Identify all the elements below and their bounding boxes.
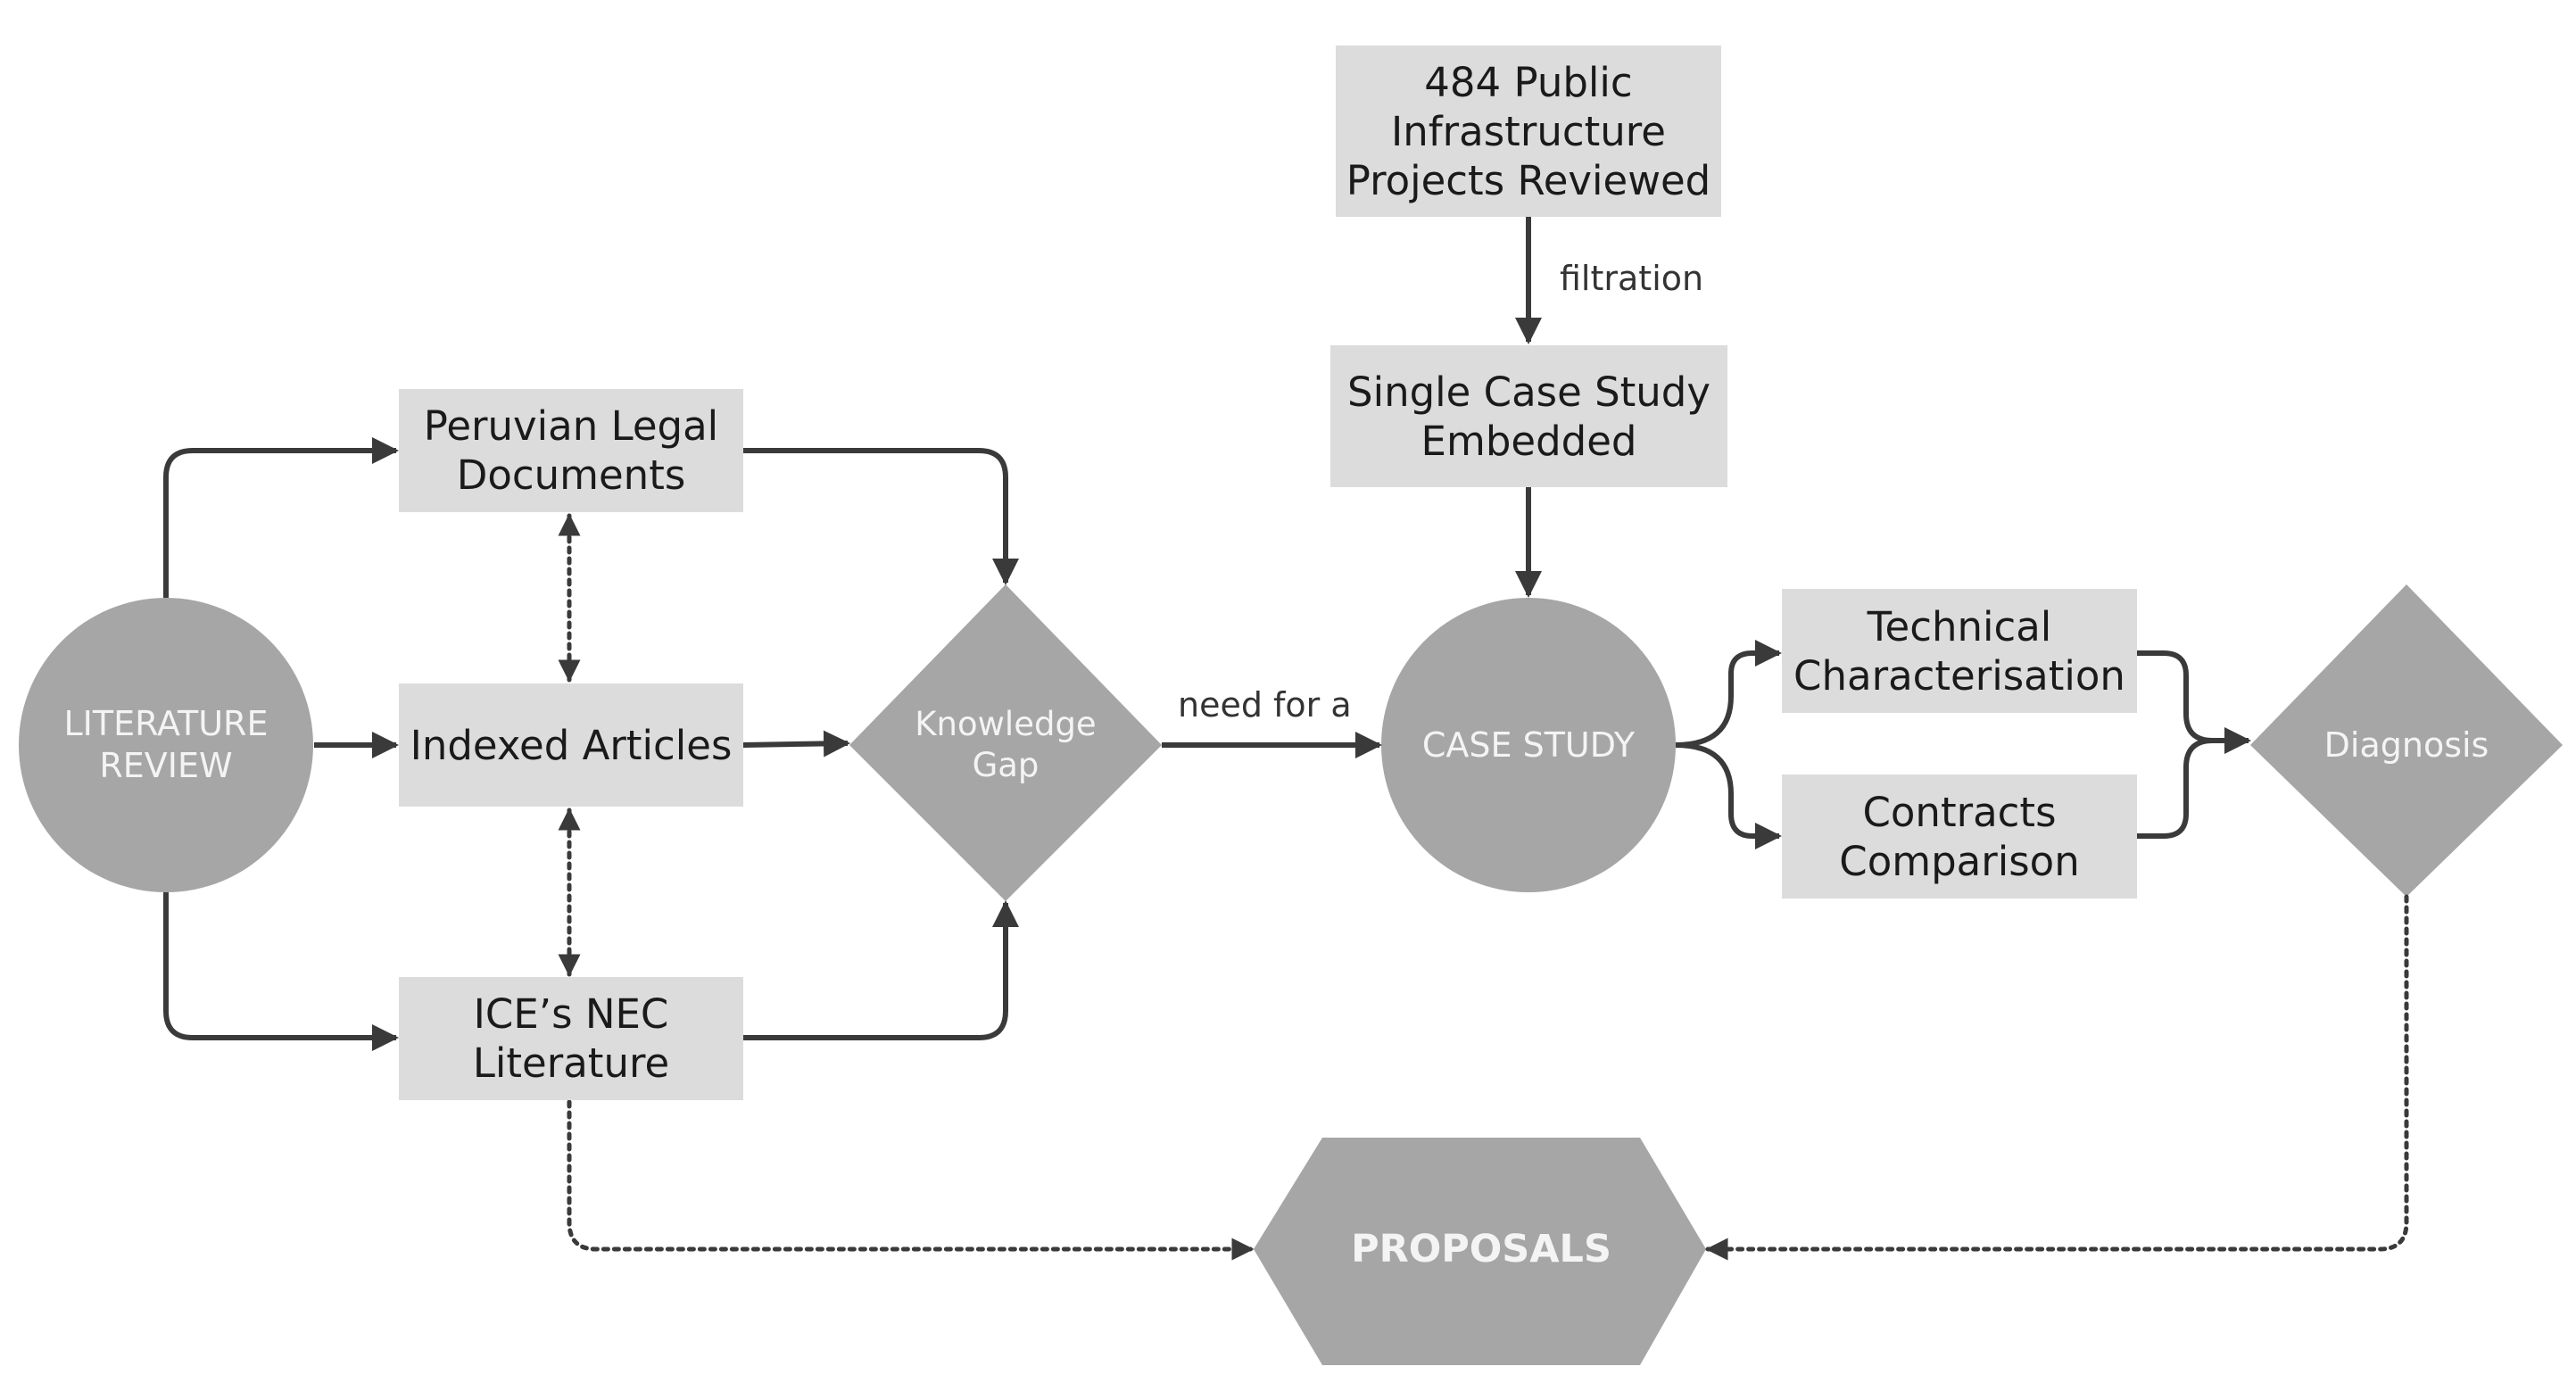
edge-casestudy-brace	[1675, 640, 1782, 748]
case-study-circle	[1381, 598, 1676, 892]
projects-reviewed-box: 484 Public Infrastructure Projects Revie…	[1336, 46, 1721, 217]
edge-ice-to-proposals	[567, 1099, 1255, 1261]
diagnosis-diamond	[2250, 584, 2563, 897]
peruvian-legal-documents-box: Peruvian Legal Documents	[399, 389, 743, 512]
edge-legal-to-gap	[743, 448, 1019, 585]
edge-ice-to-gap	[743, 900, 1019, 1040]
edge-litreview-to-legal	[163, 437, 399, 598]
indexed-articles-box: Indexed Articles	[399, 683, 743, 807]
edge-diagnosis-to-proposals	[1705, 894, 2409, 1261]
technical-characterisation-box: Technical Characterisation	[1782, 589, 2137, 713]
diagnosis-label: Diagnosis	[2323, 725, 2489, 765]
single-case-study-box: Single Case Study Embedded	[1330, 345, 1727, 487]
case-study-label: CASE STUDY	[1421, 725, 1636, 765]
edge-contracts-to-diagnosis	[2137, 738, 2214, 839]
need-for-a-edge-label: need for a	[1178, 685, 1352, 725]
edge-litreview-to-ice	[163, 892, 399, 1051]
ice-nec-literature-box: ICE’s NEC Literature	[399, 977, 743, 1100]
knowledge-gap-diamond	[849, 584, 1162, 901]
contracts-comparison-box: Contracts Comparison	[1782, 774, 2137, 899]
edge-indexed-to-gap	[742, 730, 850, 758]
knowledge-gap-label: Knowledge Gap	[915, 705, 1097, 784]
proposals-label: PROPOSALS	[1351, 1227, 1611, 1271]
edge-casestudy-brace-lower	[1675, 742, 1782, 849]
literature-review-label: LITERATURE REVIEW	[63, 704, 269, 785]
filtration-edge-label: filtration	[1560, 259, 1704, 298]
proposals-hexagon	[1254, 1138, 1706, 1365]
literature-review-circle	[19, 598, 313, 892]
edge-technical-to-diagnosis	[2137, 650, 2251, 754]
